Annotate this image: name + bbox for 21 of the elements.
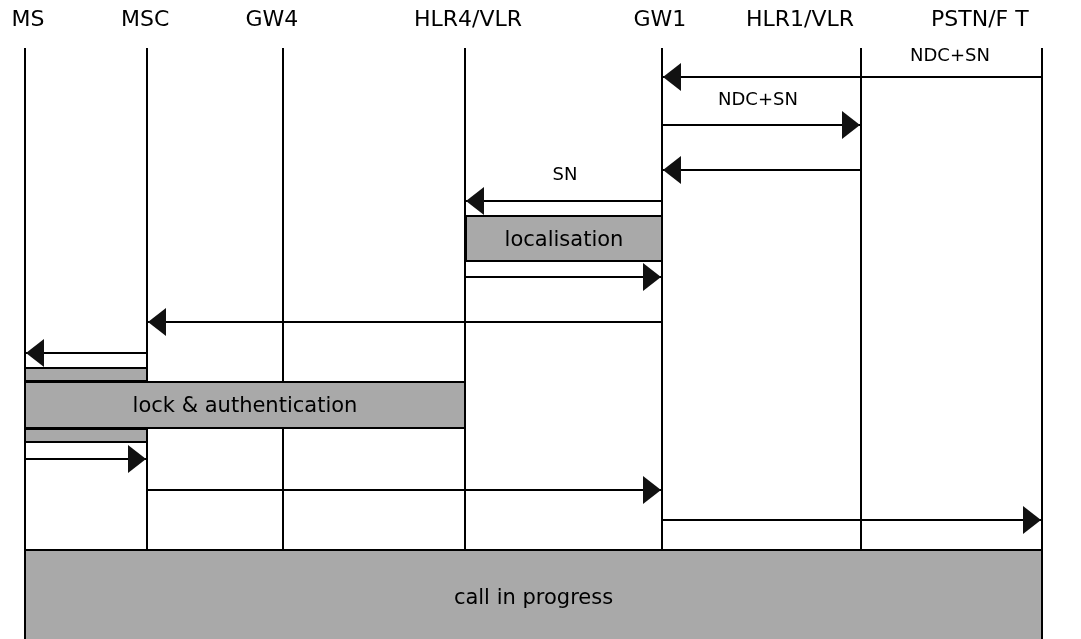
activation-bar bbox=[24, 428, 148, 443]
activation-box: localisation bbox=[465, 215, 663, 262]
message-arrow bbox=[465, 187, 662, 215]
message-arrow bbox=[662, 111, 861, 139]
activation-box: lock & authentication bbox=[24, 381, 466, 429]
activation-box: call in progress bbox=[24, 549, 1043, 639]
participant-label: GW4 bbox=[245, 5, 299, 33]
participant-label: PSTN/F T bbox=[931, 5, 1029, 33]
message-arrow bbox=[25, 339, 147, 367]
participant-label: HLR4/VLR bbox=[414, 5, 523, 33]
participant-label: MSC bbox=[121, 5, 170, 33]
participant-label: HLR1/VLR bbox=[746, 5, 855, 33]
message-arrow bbox=[147, 308, 662, 336]
message-arrow bbox=[25, 445, 147, 473]
message-arrow bbox=[662, 156, 861, 184]
participant-label: MS bbox=[11, 5, 45, 33]
message-arrow bbox=[465, 263, 662, 291]
message-arrow bbox=[147, 476, 662, 504]
message-arrow bbox=[662, 63, 1042, 91]
participant-label: GW1 bbox=[633, 5, 687, 33]
message-arrow bbox=[662, 506, 1042, 534]
